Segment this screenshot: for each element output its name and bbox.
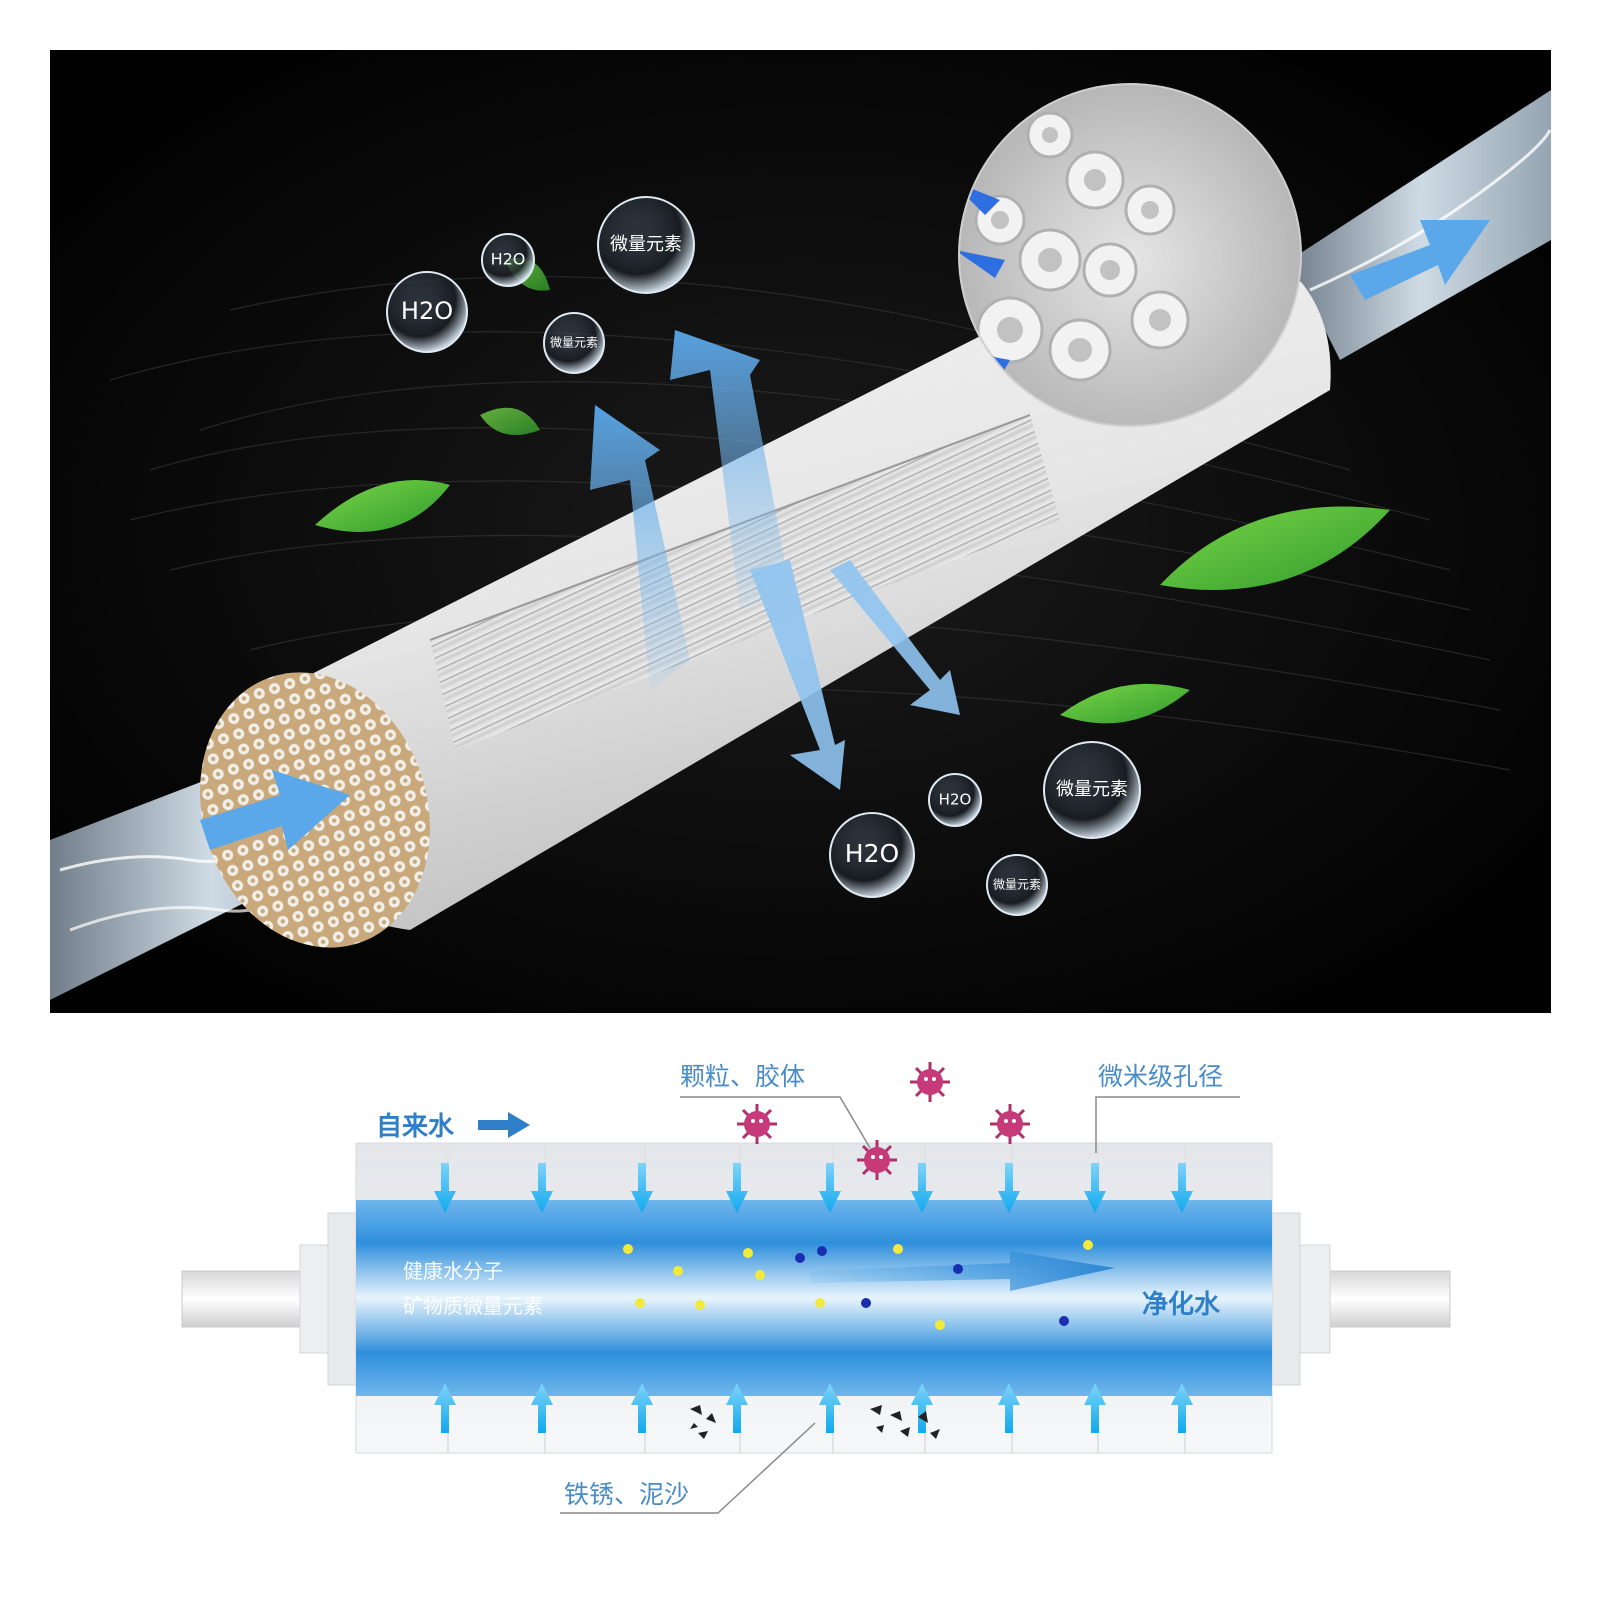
water-outflow-stream <box>1290 90 1551 360</box>
bubble: 微量元素 <box>986 854 1048 916</box>
bubble: H2O <box>386 271 468 353</box>
bubble: 微量元素 <box>1043 741 1141 839</box>
downward-arrow-left <box>750 560 845 790</box>
rust-label: 铁锈、泥沙 <box>564 1480 689 1509</box>
leaf-icon <box>480 407 540 435</box>
filtration-diagram: 自来水 颗粒、胶体 微米级孔径 健康水分子 矿物质微量元素 净化水 铁锈、泥沙 <box>0 1013 1600 1600</box>
inner-label-minerals: 矿物质微量元素 <box>403 1294 543 1318</box>
bubble-label: H2O <box>491 250 526 269</box>
bubble: H2O <box>481 233 535 287</box>
rust-callout-line <box>560 1422 816 1514</box>
virus-icon <box>737 1104 777 1144</box>
inflow-arrow <box>200 770 350 850</box>
right-flange-inner <box>1269 1212 1301 1386</box>
upward-arrow-right <box>670 330 790 610</box>
particles-label: 颗粒、胶体 <box>680 1062 805 1091</box>
bubble: H2O <box>928 773 982 827</box>
bubble: 微量元素 <box>597 196 695 294</box>
outflow-arrow <box>1350 220 1490 300</box>
water-core <box>356 1200 1272 1396</box>
right-flange <box>1297 1244 1331 1354</box>
bubble-label: H2O <box>401 297 453 325</box>
bubble: 微量元素 <box>543 312 605 374</box>
particles-callout-line <box>680 1096 871 1149</box>
bubble-label: 微量元素 <box>993 878 1041 892</box>
water-molecule-dots <box>795 1246 1069 1326</box>
downward-arrow-right <box>830 560 960 715</box>
bubble-label: 微量元素 <box>1056 779 1128 800</box>
inlet-pipe <box>181 1270 313 1328</box>
filter-illustration-svg: H2O H2O 微量元素 微量元素 H2O H2O 微量元素 微量元素 <box>50 50 1551 1013</box>
sediment-debris <box>690 1405 940 1439</box>
bubble-label: H2O <box>939 791 972 809</box>
virus-icon <box>990 1104 1030 1144</box>
filtration-diagram-svg: 自来水 颗粒、胶体 微米级孔径 健康水分子 矿物质微量元素 净化水 铁锈、泥沙 <box>181 1062 1451 1514</box>
bubble-label: H2O <box>845 839 899 868</box>
virus-icon <box>910 1062 950 1102</box>
mineral-dots <box>623 1240 1093 1330</box>
bubble-label: 微量元素 <box>550 336 598 350</box>
outlet-pipe <box>1319 1270 1451 1328</box>
pore-arrows-top <box>434 1163 1193 1213</box>
pore-callout-line <box>1095 1096 1240 1153</box>
output-label: 净化水 <box>1142 1290 1221 1320</box>
virus-icon <box>857 1140 897 1180</box>
pore-label: 微米级孔径 <box>1098 1062 1223 1091</box>
inner-label-molecules: 健康水分子 <box>403 1259 503 1283</box>
magnified-fiber-inset <box>958 83 1302 427</box>
leaf-icon <box>315 480 450 532</box>
bubble: H2O <box>829 812 915 898</box>
leaf-icon <box>1160 506 1390 590</box>
left-flange <box>299 1244 333 1354</box>
bubble-label: 微量元素 <box>610 234 682 255</box>
left-flange-inner <box>327 1212 359 1386</box>
leaf-icon <box>1060 683 1190 724</box>
input-label: 自来水 <box>376 1111 455 1142</box>
input-arrow-icon <box>478 1112 530 1138</box>
pore-arrows-bottom <box>434 1383 1193 1433</box>
filter-illustration: H2O H2O 微量元素 微量元素 H2O H2O 微量元素 微量元素 <box>50 50 1551 1013</box>
leaves <box>315 258 1390 724</box>
upward-arrow-left <box>590 405 690 690</box>
